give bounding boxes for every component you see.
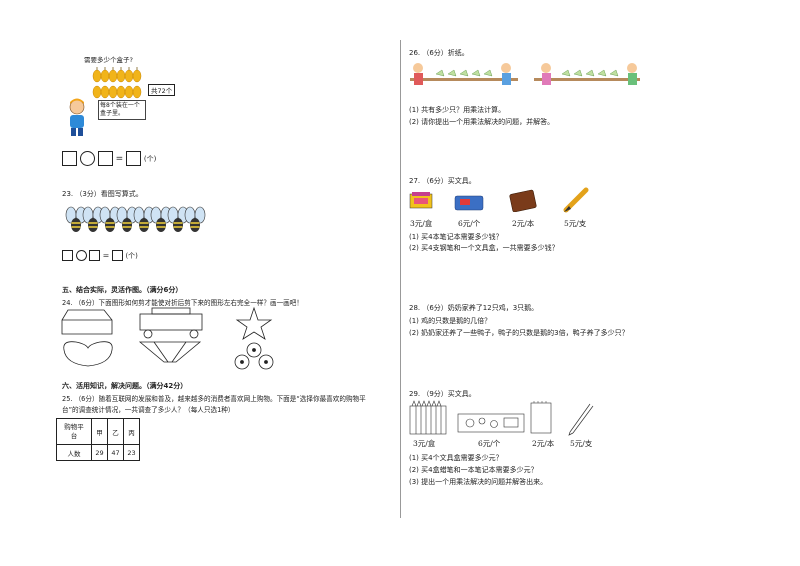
q23-title: 23. （3分）看图写算式。	[62, 190, 143, 198]
q29-sub3: (3) 提出一个用乘法解决的问题并解答出来。	[409, 478, 548, 486]
unit-label: (个)	[143, 155, 157, 163]
price-label: 6元/个	[478, 439, 501, 448]
q27-sub1: (1) 买4本笔记本需要多少钱？	[409, 233, 503, 241]
q22-answer-row: = (个)	[62, 151, 156, 166]
section5-header: 五、结合实际，灵活作图。（满分6分）	[62, 286, 183, 294]
crayon-box-icon	[409, 192, 433, 209]
table-cell: 甲	[91, 418, 108, 445]
column-divider	[400, 40, 401, 518]
origami-kids-illustration	[410, 63, 640, 85]
total-label-box: 共72个	[148, 84, 176, 96]
answer-box[interactable]	[111, 250, 123, 261]
answer-box[interactable]	[126, 151, 142, 166]
house-shape	[61, 309, 113, 335]
q27-sub2: (2) 买4支钢笔和一个文具盒，一共需要多少钱？	[409, 244, 559, 252]
pears-illustration	[92, 67, 142, 99]
boy-figure	[69, 98, 85, 136]
crayons-icon	[409, 400, 447, 435]
answer-box[interactable]	[97, 151, 113, 166]
table-cell: 乙	[107, 418, 124, 445]
table-header-part: 购物平	[64, 422, 84, 431]
fountain-pen-icon	[563, 187, 589, 213]
speech-bubble-text: 每8个装在一个盒子里。	[100, 102, 140, 117]
table-cell: 丙	[123, 418, 140, 445]
q25-text-line2: 台”的调查统计情况，一共调查了多少人？（每人只选1种）	[62, 406, 235, 414]
table-row: 人数 29 47 23	[56, 444, 140, 461]
q22-question: 需要多少个盒子?	[84, 56, 133, 64]
unit-label: (个)	[125, 252, 138, 260]
table-cell: 29	[91, 444, 108, 461]
table-cell: 47	[107, 444, 124, 461]
q23-answer-row: = (个)	[62, 250, 138, 261]
answer-box[interactable]	[89, 250, 101, 261]
total-label: 共72个	[151, 87, 173, 95]
price-label: 3元/盒	[413, 439, 436, 448]
table-header-part: 台	[70, 431, 78, 440]
pen-outline-icon	[568, 403, 594, 436]
table-header-cell: 人数	[56, 444, 92, 461]
answer-box[interactable]	[62, 250, 73, 261]
q26-sub2: (2) 请你提出一个用乘法解决的问题，并解答。	[409, 118, 555, 126]
equals-sign: =	[115, 154, 124, 164]
notebook-icon	[509, 189, 537, 212]
section6-header: 六、活用知识，解决问题。（满分42分）	[62, 382, 188, 390]
q26-sub1: (1) 共有多少只？用乘法计算。	[409, 106, 506, 114]
q25-text-line1: 25. （6分）随着互联网的发展和普及，越来越多的消费者喜欢网上购物。下面是“选…	[62, 395, 366, 403]
answer-box[interactable]	[62, 151, 77, 166]
q26-title: 26. （6分）折纸。	[409, 49, 469, 57]
pencil-case-icon	[454, 195, 484, 211]
table-cell: 23	[123, 444, 140, 461]
price-label: 2元/本	[532, 439, 555, 448]
shapes-to-cut	[61, 306, 274, 370]
q27-title: 27. （6分）买文具。	[409, 177, 476, 185]
survey-table: 购物平 台 甲 乙 丙 人数 29 47 23	[56, 418, 140, 461]
pencil-case-outline-icon	[457, 413, 525, 433]
notebook-outline-icon	[530, 401, 552, 434]
table-header-cell: 购物平 台	[56, 418, 92, 445]
q29-sub1: (1) 买4个文具盒需要多少元？	[409, 454, 503, 462]
speech-bubble: 每8个装在一个盒子里。	[98, 100, 146, 120]
operator-circle[interactable]	[79, 151, 95, 166]
operator-circle[interactable]	[75, 250, 87, 261]
q24-text: 24. （6分）下面图形如何剪才能使对折后剪下来的图形左右完全一样？画一画吧！	[62, 299, 303, 307]
q28-sub1: (1) 鸡的只数是鹅的几倍？	[409, 317, 492, 325]
equals-sign: =	[102, 251, 110, 260]
price-label: 5元/支	[570, 439, 593, 448]
q28-sub2: (2) 奶奶家还养了一些鸭子，鸭子的只数是鹅的3倍，鸭子养了多少只？	[409, 329, 629, 337]
price-label: 3元/盒	[410, 219, 433, 228]
price-label: 6元/个	[458, 219, 481, 228]
price-label: 2元/本	[512, 219, 535, 228]
q28-title: 28. （6分）奶奶家养了12只鸡，3只鹅。	[409, 304, 539, 312]
table-row: 购物平 台 甲 乙 丙	[56, 418, 140, 445]
q29-sub2: (2) 买4盒蜡笔和一本笔记本需要多少元？	[409, 466, 538, 474]
price-label: 5元/支	[564, 219, 587, 228]
q29-title: 29. （9分）买文具。	[409, 390, 476, 398]
bees-illustration	[65, 206, 206, 232]
